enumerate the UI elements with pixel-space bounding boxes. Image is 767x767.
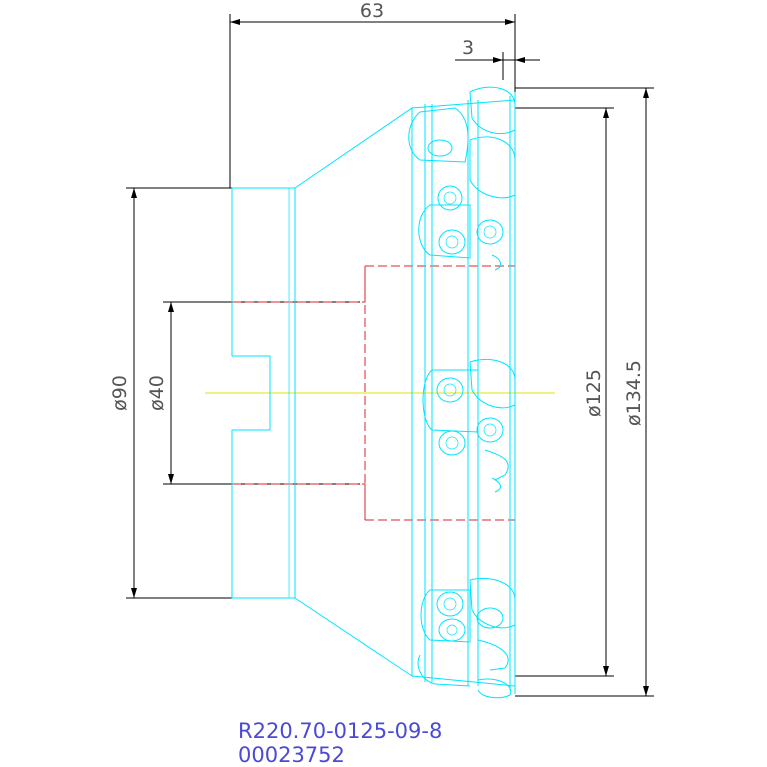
cutter-body xyxy=(231,86,516,699)
dim-cutting-diameter: ø125 xyxy=(583,369,605,417)
dim-insert-offset: 3 xyxy=(462,37,474,59)
part-number: R220.70-0125-09-8 xyxy=(238,719,442,743)
dim-max-diameter: ø134.5 xyxy=(623,360,645,426)
insert-pocket-middle xyxy=(422,358,516,493)
dim-shank-diameter: ø90 xyxy=(109,375,131,411)
item-code: 00023752 xyxy=(238,743,345,767)
insert-pocket-bottom xyxy=(417,577,516,699)
dim-overall-length: 63 xyxy=(360,0,384,22)
dimension-lines xyxy=(126,14,654,697)
hidden-lines xyxy=(232,265,515,521)
insert-pocket-top xyxy=(408,86,516,271)
dim-bore-diameter: ø40 xyxy=(146,375,168,411)
